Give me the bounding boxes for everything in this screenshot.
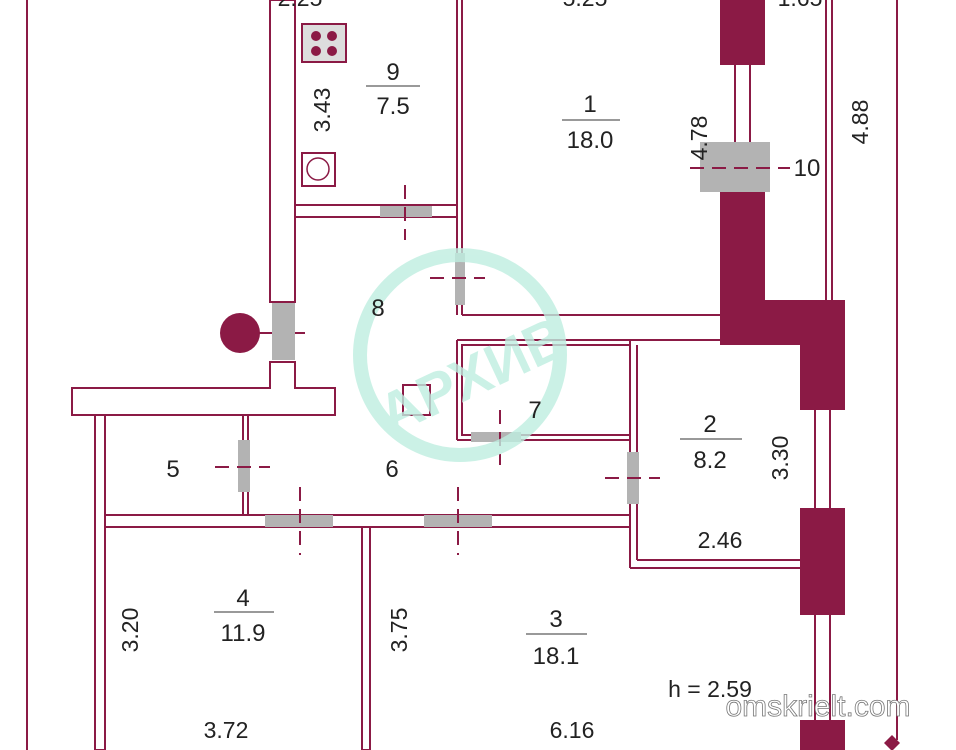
- room-6-label: 6: [385, 456, 398, 483]
- room-2-number: 2: [703, 411, 716, 438]
- room-4-area: 11.9: [221, 620, 266, 647]
- sink-icon: [301, 152, 336, 187]
- riser-icon: [220, 313, 260, 353]
- room-5-label: 5: [166, 456, 179, 483]
- dim-top-room1: 5.25: [563, 0, 608, 11]
- dim-room1-side: 4.78: [686, 116, 712, 161]
- dim-top-balcony: 1.65: [778, 0, 823, 11]
- room-8-label: 8: [371, 295, 384, 322]
- marker-icon: [884, 735, 900, 750]
- svg-text:АРХИВ: АРХИВ: [368, 304, 577, 448]
- ceiling-height: h = 2.59: [668, 676, 752, 702]
- dim-room4-side: 3.20: [117, 608, 143, 653]
- room-7-label: 7: [528, 397, 541, 424]
- stove-icon: [301, 23, 347, 63]
- dim-balcony-side: 4.88: [847, 100, 873, 145]
- room-1-area: 18.0: [567, 127, 614, 154]
- room-10-label: 10: [794, 155, 821, 182]
- load-bearing-walls: [220, 0, 900, 750]
- door-swings: [215, 167, 790, 555]
- room-2-area: 8.2: [693, 447, 726, 474]
- room-3-number: 3: [549, 606, 562, 633]
- dim-room4-bottom: 3.72: [204, 717, 249, 743]
- dim-kitchen-side: 3.43: [309, 88, 335, 133]
- dim-room2-bottom: 2.46: [698, 527, 743, 553]
- dim-room2-side: 3.30: [767, 436, 793, 481]
- room-3-area: 18.1: [533, 643, 580, 670]
- watermark: omskrielt.com: [725, 690, 910, 723]
- thin-walls: [26, 0, 898, 750]
- dim-room3-side: 3.75: [386, 608, 412, 653]
- dim-top-kitchen: 2.25: [278, 0, 323, 11]
- room-4-number: 4: [236, 585, 249, 612]
- archive-stamp: АРХИВ: [353, 248, 578, 462]
- room-9-area: 7.5: [376, 93, 409, 120]
- room-9-number: 9: [386, 59, 399, 86]
- room-1-number: 1: [583, 91, 596, 118]
- dim-room3-bottom: 6.16: [550, 717, 595, 743]
